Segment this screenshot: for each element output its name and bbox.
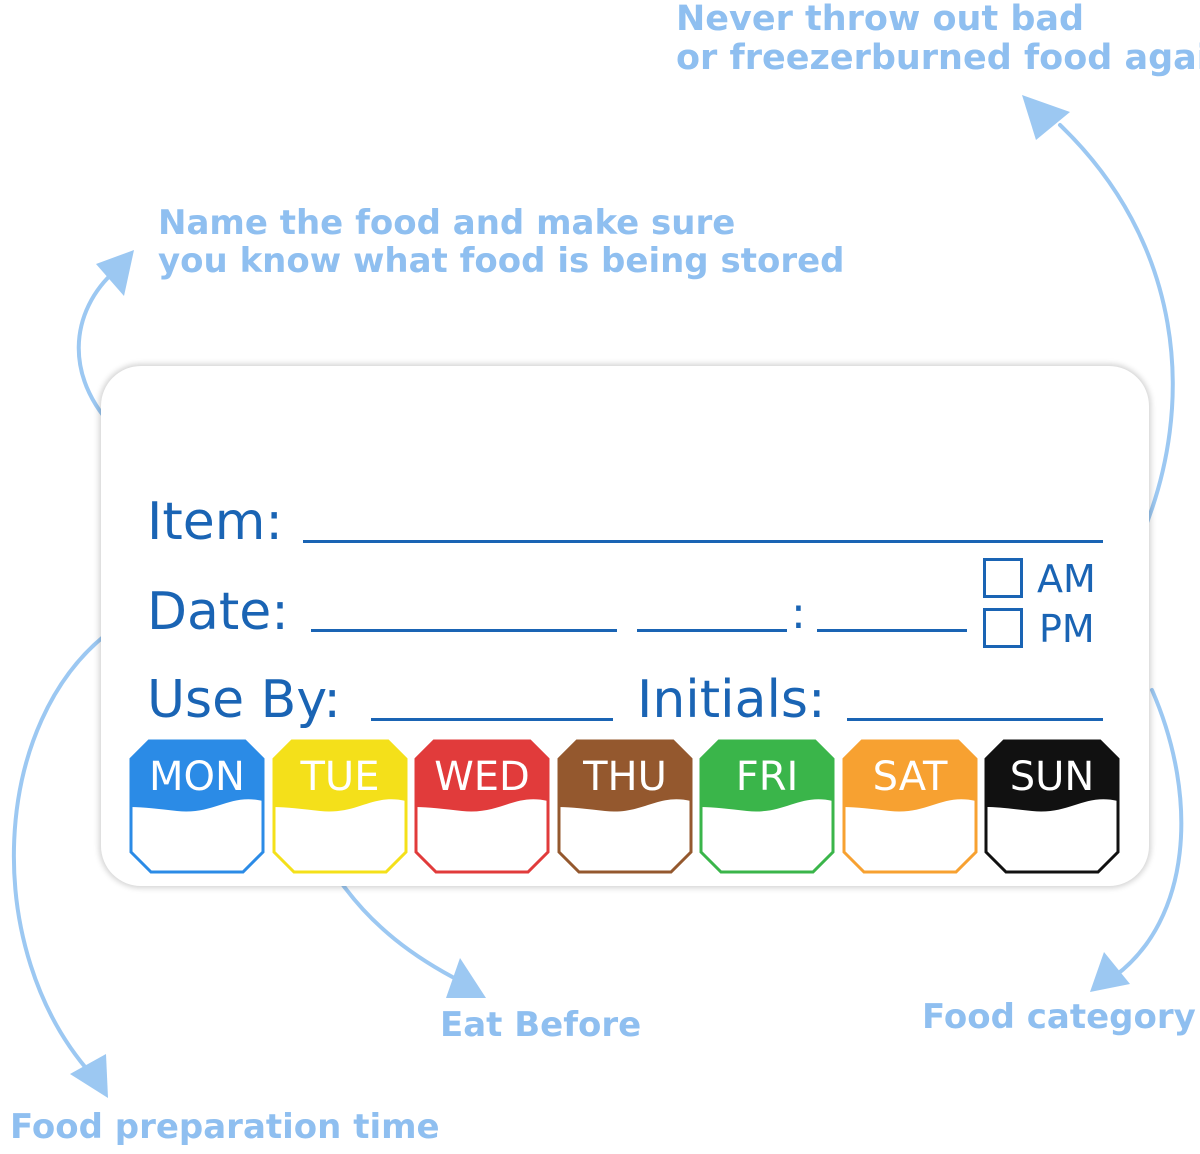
day-label: SAT	[872, 754, 948, 800]
day-tile-sat: SAT	[842, 739, 978, 874]
day-label: WED	[434, 754, 530, 800]
am-checkbox[interactable]	[983, 558, 1023, 598]
day-tile-shape	[129, 739, 265, 874]
day-tile-sun: SUN	[984, 739, 1120, 874]
callout-eat-before-text: Eat Before	[440, 1005, 642, 1045]
day-tile-shape	[699, 739, 835, 874]
pm-checkbox[interactable]	[983, 608, 1023, 648]
day-tile-mon: MON	[129, 739, 265, 874]
item-label: Item:	[147, 492, 283, 552]
day-label: FRI	[735, 754, 799, 800]
callout-name-food: Name the food and make sure you know wha…	[158, 204, 845, 280]
day-tile-shape	[414, 739, 550, 874]
am-label: AM	[1037, 557, 1096, 601]
time-minute-line	[817, 629, 967, 632]
use-by-label: Use By:	[147, 670, 341, 730]
arrowhead-food-category	[1090, 952, 1130, 992]
arrowhead-never-throw	[1022, 95, 1070, 140]
callout-never-throw-line1: Never throw out bad	[676, 0, 1085, 39]
callout-eat-before: Eat Before	[440, 1006, 641, 1044]
arrowhead-item	[96, 250, 134, 296]
day-label: SUN	[1009, 754, 1095, 800]
day-tile-shape	[842, 739, 978, 874]
day-label: THU	[583, 754, 667, 800]
initials-label: Initials:	[637, 670, 826, 730]
initials-line	[847, 718, 1103, 721]
date-line	[311, 629, 617, 632]
callout-food-category-text: Food category	[922, 997, 1196, 1037]
day-tile-tue: TUE	[272, 739, 408, 874]
callout-never-throw-line2: or freezerburned food again!	[676, 38, 1200, 79]
arrowhead-prep-time	[70, 1054, 108, 1098]
day-tile-wed: WED	[414, 739, 550, 874]
time-colon: :	[791, 588, 806, 639]
arrowhead-eat-before	[446, 958, 486, 998]
callout-name-food-line2: you know what food is being stored	[158, 241, 845, 282]
item-line	[303, 540, 1103, 543]
arrow-to-never-throw	[1058, 123, 1175, 542]
day-tile-shape	[557, 739, 693, 874]
use-by-line	[371, 718, 613, 721]
callout-food-category: Food category	[922, 998, 1196, 1036]
day-label: TUE	[300, 754, 380, 800]
food-label-sticker: Item: Date: : AM PM Use By: Initials: MO…	[101, 366, 1149, 886]
arrow-to-prep-time	[11, 628, 114, 1077]
day-tile-shape	[984, 739, 1120, 874]
callout-prep-time: Food preparation time	[10, 1108, 440, 1146]
day-tile-fri: FRI	[699, 739, 835, 874]
day-tile-shape	[272, 739, 408, 874]
callout-never-throw: Never throw out bad or freezerburned foo…	[676, 0, 1200, 78]
date-label: Date:	[147, 582, 289, 642]
callout-name-food-line1: Name the food and make sure	[158, 203, 736, 243]
day-tile-thu: THU	[557, 739, 693, 874]
pm-label: PM	[1039, 607, 1095, 651]
arrow-to-food-category	[1113, 688, 1184, 978]
day-label: MON	[149, 754, 245, 800]
time-hour-line	[637, 629, 787, 632]
callout-prep-time-text: Food preparation time	[10, 1107, 440, 1147]
